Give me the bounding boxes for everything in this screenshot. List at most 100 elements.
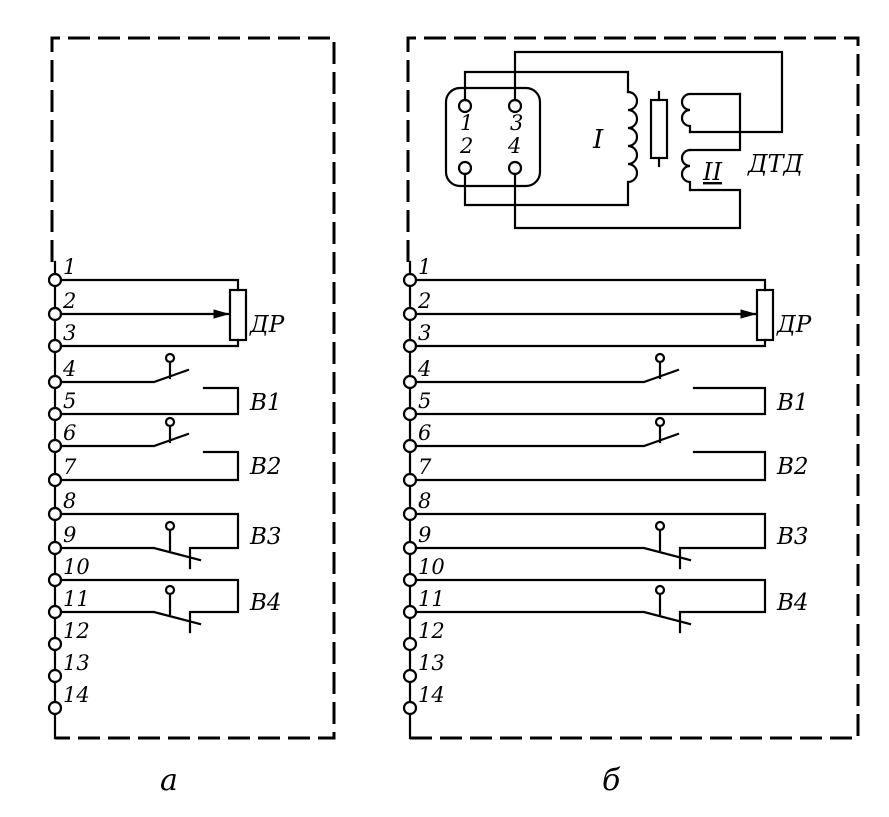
wire-t1-rheostat xyxy=(59,278,240,292)
switch-b2-label: В2 xyxy=(776,454,809,480)
connector-pin-label-1: 1 xyxy=(460,111,473,135)
rheostat-label: ДР xyxy=(776,312,812,338)
wire-t3-rheostat xyxy=(414,338,767,348)
terminal-14 xyxy=(402,700,418,716)
terminal-5 xyxy=(47,406,63,422)
panel-b-caption: б xyxy=(602,763,621,798)
terminal-label-12: 12 xyxy=(418,619,445,643)
terminal-8 xyxy=(47,506,63,522)
terminal-label-2: 2 xyxy=(62,289,76,313)
terminal-7 xyxy=(402,472,418,488)
switch-b1-label: В1 xyxy=(776,390,809,416)
terminal-4 xyxy=(402,374,418,390)
switch-b3-knob-icon xyxy=(164,520,176,532)
terminal-11 xyxy=(47,604,63,620)
terminal-13 xyxy=(402,668,418,684)
rheostat-icon xyxy=(228,288,248,342)
panel-a-frame xyxy=(50,36,336,740)
rheostat-label: ДР xyxy=(249,312,285,338)
connector-pin-4 xyxy=(507,160,523,176)
terminal-label-3: 3 xyxy=(418,321,431,345)
switch-b4-knob-icon xyxy=(654,584,666,596)
terminal-label-13: 13 xyxy=(63,651,90,675)
switch-b1-knob-icon xyxy=(654,352,666,364)
terminal-label-6: 6 xyxy=(63,421,76,445)
switch-b3-label: В3 xyxy=(776,524,809,550)
connector-block: 1 2 3 4 xyxy=(444,86,542,188)
wire-t3-rheostat xyxy=(59,338,240,348)
switch-b4-label: В4 xyxy=(249,590,282,616)
terminal-10 xyxy=(47,572,63,588)
switch-b2-blade xyxy=(414,432,680,448)
switch-b1-knob-icon xyxy=(164,352,176,364)
wire-pin1-primary xyxy=(463,70,630,102)
secondary-winding-label: II xyxy=(702,158,722,186)
terminal-6 xyxy=(402,438,418,454)
terminal-13 xyxy=(47,668,63,684)
switch-b2-blade xyxy=(59,432,190,448)
terminal-label-5: 5 xyxy=(63,389,76,413)
switch-b4-knob-icon xyxy=(164,584,176,596)
wiper-arrow-icon xyxy=(213,309,230,319)
switch-b4-loop xyxy=(59,578,240,634)
terminal-9 xyxy=(47,540,63,556)
terminal-label-3: 3 xyxy=(63,321,76,345)
switch-b2-label: В2 xyxy=(249,454,282,480)
switch-b4-label: В4 xyxy=(776,590,809,616)
terminal-10 xyxy=(402,572,418,588)
transformer-wiring: I II ДТД xyxy=(463,50,804,230)
switch-b1-loop xyxy=(59,386,240,416)
terminal-9 xyxy=(402,540,418,556)
terminal-3 xyxy=(402,338,418,354)
switch-b1-loop xyxy=(414,386,767,416)
terminal-label-10: 10 xyxy=(418,555,445,579)
terminal-label-12: 12 xyxy=(63,619,90,643)
terminal-label-10: 10 xyxy=(63,555,90,579)
terminal-7 xyxy=(47,472,63,488)
primary-winding-icon xyxy=(626,90,639,184)
terminal-label-14: 14 xyxy=(418,683,445,707)
switch-b4-loop xyxy=(414,578,767,634)
terminal-3 xyxy=(47,338,63,354)
transformer-label: ДТД xyxy=(747,150,804,178)
terminal-label-11: 11 xyxy=(63,587,90,611)
terminal-label-7: 7 xyxy=(63,455,77,479)
switch-b2-loop xyxy=(414,450,767,482)
terminal-label-14: 14 xyxy=(63,683,90,707)
terminal-label-4: 4 xyxy=(417,357,431,381)
terminal-14 xyxy=(47,700,63,716)
wire-t1-rheostat xyxy=(414,278,767,292)
switch-b4-blade xyxy=(59,610,202,626)
terminal-label-1: 1 xyxy=(63,255,76,279)
terminal-2 xyxy=(402,306,418,322)
connector-pin-label-3: 3 xyxy=(510,111,523,135)
wire-pin4-secondary xyxy=(513,172,742,230)
connector-pin-2 xyxy=(457,160,473,176)
terminal-label-2: 2 xyxy=(417,289,431,313)
terminal-4 xyxy=(47,374,63,390)
terminal-12 xyxy=(402,636,418,652)
terminal-label-4: 4 xyxy=(62,357,76,381)
switch-b3-blade xyxy=(59,546,202,562)
terminal-label-1: 1 xyxy=(418,255,431,279)
connector-body xyxy=(444,86,542,188)
terminal-1 xyxy=(47,272,63,288)
switch-b2-knob-icon xyxy=(654,416,666,428)
panel-b-frame xyxy=(406,36,860,740)
connector-pin-label-2: 2 xyxy=(459,134,473,158)
wire-pin3-secondary xyxy=(513,50,784,134)
terminal-5 xyxy=(402,406,418,422)
terminal-label-8: 8 xyxy=(63,489,76,513)
terminal-6 xyxy=(47,438,63,454)
terminal-label-11: 11 xyxy=(418,587,445,611)
wiper-arrow-icon xyxy=(740,309,757,319)
switch-b3-loop xyxy=(59,512,240,570)
resistor-icon xyxy=(649,98,669,160)
switch-b1-blade xyxy=(414,368,680,384)
terminal-label-7: 7 xyxy=(418,455,432,479)
